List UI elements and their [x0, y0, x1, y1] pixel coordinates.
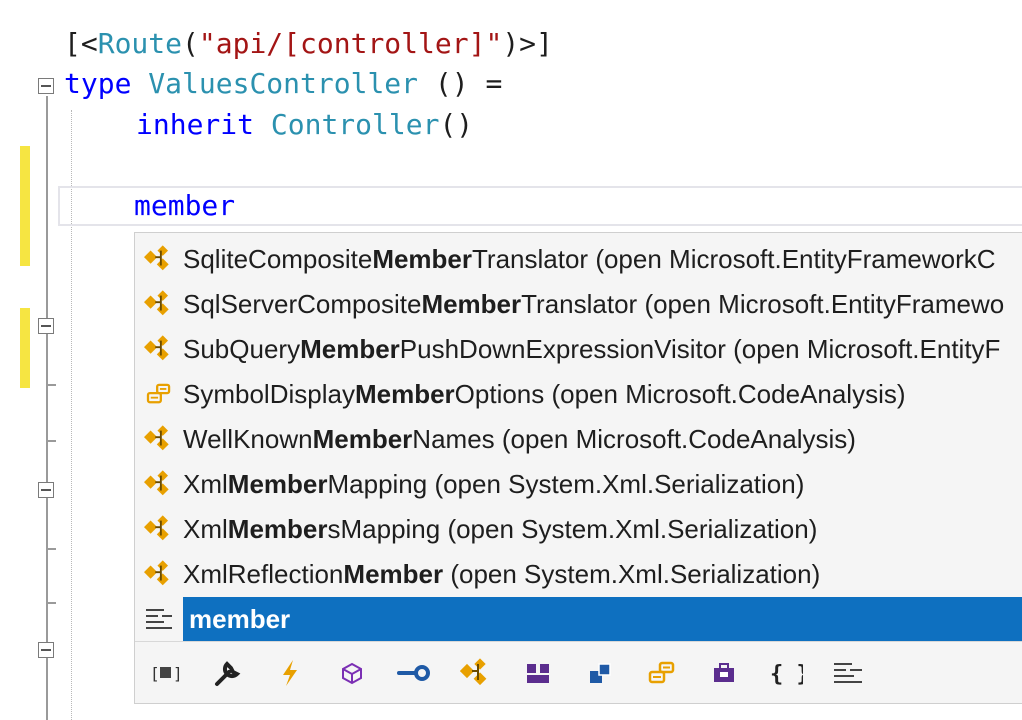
match-highlight: Member: [300, 333, 400, 364]
change-marker: [20, 308, 30, 388]
code-line-1[interactable]: [<Route("api/[controller]")>]: [64, 24, 553, 64]
code-punct: [<: [64, 27, 98, 60]
match-highlight: Member: [372, 243, 473, 274]
completion-item-selected[interactable]: member: [135, 597, 1022, 641]
completion-item[interactable]: WellKnownMemberNames (open Microsoft.Cod…: [135, 417, 1022, 461]
svg-text:[: [: [150, 664, 160, 683]
class-icon: [135, 462, 183, 506]
completion-item-label: XmlReflectionMember (open System.Xml.Ser…: [183, 558, 821, 589]
class-icon: [135, 417, 183, 461]
class-icon: [135, 282, 183, 326]
enum-filter-icon[interactable]: [631, 642, 693, 704]
match-highlight: Member: [227, 513, 328, 544]
completion-item[interactable]: SqlServerCompositeMemberTranslator (open…: [135, 282, 1022, 326]
completion-list[interactable]: SqliteCompositeMemberTranslator (open Mi…: [134, 232, 1022, 704]
outline-line: [46, 96, 48, 720]
change-marker: [20, 146, 30, 266]
type-name: ValuesController: [148, 67, 419, 100]
event-filter-icon[interactable]: [259, 642, 321, 704]
base-type-name: Controller: [270, 108, 440, 141]
completion-item-label: member: [183, 597, 1022, 641]
keyword-type: type: [64, 67, 132, 100]
outline-tick: [46, 602, 56, 604]
outline-tick: [46, 384, 56, 386]
keyword-filter-icon[interactable]: { }: [755, 642, 817, 704]
outline-tick: [46, 440, 56, 442]
class-icon: [135, 237, 183, 281]
code-punct: )>]: [502, 27, 553, 60]
code-punct: (: [182, 27, 199, 60]
code-line-3[interactable]: inherit Controller(): [136, 105, 473, 145]
property-filter-icon[interactable]: [197, 642, 259, 704]
completion-item[interactable]: XmlMemberMapping (open System.Xml.Serial…: [135, 462, 1022, 506]
match-highlight: Member: [312, 423, 413, 454]
field-filter-icon[interactable]: [383, 642, 445, 704]
completion-item-label: SqliteCompositeMemberTranslator (open Mi…: [183, 243, 996, 274]
match-highlight: Member: [343, 558, 444, 589]
completion-item[interactable]: SymbolDisplayMemberOptions (open Microso…: [135, 372, 1022, 416]
completion-item-label: XmlMemberMapping (open System.Xml.Serial…: [183, 468, 805, 499]
collapse-icon[interactable]: [38, 318, 54, 334]
completion-item[interactable]: SqliteCompositeMemberTranslator (open Mi…: [135, 237, 1022, 281]
collapse-icon[interactable]: [38, 482, 54, 498]
structure-filter-icon[interactable]: [569, 642, 631, 704]
class-icon: [135, 327, 183, 371]
class-filter-icon[interactable]: [445, 642, 507, 704]
completion-item-label: XmlMembersMapping (open System.Xml.Seria…: [183, 513, 818, 544]
collapse-icon[interactable]: [38, 642, 54, 658]
current-line-highlight: [58, 186, 1022, 226]
string-literal: "api/[controller]": [198, 27, 503, 60]
snippet-filter-icon[interactable]: [817, 642, 879, 704]
code-line-2[interactable]: type ValuesController () =: [64, 64, 502, 104]
completion-item-label: SqlServerCompositeMemberTranslator (open…: [183, 288, 1005, 319]
svg-text:{ }: { }: [770, 662, 803, 687]
interface-filter-icon[interactable]: [693, 642, 755, 704]
class-icon: [135, 507, 183, 551]
collapse-icon[interactable]: [38, 78, 54, 94]
class-icon: [135, 552, 183, 596]
svg-text:]: ]: [173, 664, 182, 683]
completion-item-label: SubQueryMemberPushDownExpressionVisitor …: [183, 333, 1001, 364]
attribute-name: Route: [97, 27, 183, 60]
code-punct: (): [439, 108, 474, 141]
module-filter-icon[interactable]: [507, 642, 569, 704]
method-filter-icon[interactable]: [321, 642, 383, 704]
match-highlight: Member: [354, 378, 455, 409]
match-highlight: Member: [421, 288, 522, 319]
typed-text: member: [134, 189, 236, 222]
namespace-filter-icon[interactable]: []: [135, 642, 197, 704]
completion-item-label: WellKnownMemberNames (open Microsoft.Cod…: [183, 423, 856, 454]
code-line-5[interactable]: member: [134, 186, 235, 226]
completion-item[interactable]: XmlReflectionMember (open System.Xml.Ser…: [135, 552, 1022, 596]
outline-tick: [46, 548, 56, 550]
enum-icon: [135, 372, 183, 416]
snippet-icon: [135, 597, 183, 641]
completion-item-label: SymbolDisplayMemberOptions (open Microso…: [183, 378, 906, 409]
code-punct: () =: [418, 67, 503, 100]
keyword-inherit: inherit: [136, 108, 255, 141]
indent-guide: [71, 110, 72, 720]
completion-item[interactable]: SubQueryMemberPushDownExpressionVisitor …: [135, 327, 1022, 371]
match-highlight: Member: [227, 468, 328, 499]
completion-filter-bar: [] { }: [135, 641, 1022, 704]
completion-item[interactable]: XmlMembersMapping (open System.Xml.Seria…: [135, 507, 1022, 551]
